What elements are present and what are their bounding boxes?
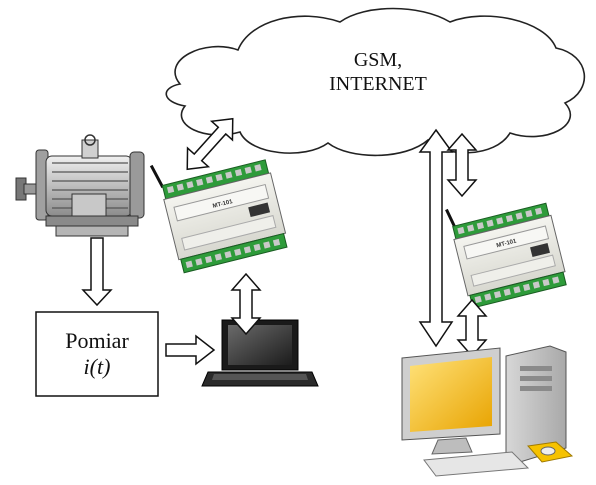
- measurement-signal-label: i(t): [84, 354, 111, 379]
- right-device-label: MT-101: [496, 238, 518, 249]
- left-device-antenna: [149, 164, 165, 189]
- gsm-internet-cloud: GSM, INTERNET: [165, 7, 586, 157]
- left-device-bottom-terminals: [180, 232, 288, 274]
- left-device-label: MT-101: [212, 199, 234, 210]
- motor-lifting-eye: [81, 139, 99, 159]
- arrow-motor-to-measurement: [81, 237, 113, 307]
- cloud-label-internet: INTERNET: [329, 73, 427, 95]
- arrow-right-device-to-computer: [456, 298, 488, 358]
- arrow-cloud-to-right-device: [446, 132, 478, 198]
- laptop-screen: [228, 325, 292, 365]
- arrow-measurement-to-laptop: [165, 334, 216, 366]
- computer-keyboard: [423, 451, 530, 477]
- desktop-computer-icon: [401, 345, 574, 477]
- right-device-antenna: [445, 208, 457, 229]
- left-mt101-device: MT-101: [149, 159, 288, 274]
- computer-mouse: [540, 446, 556, 456]
- measurement-box: Pomiar i(t): [35, 311, 159, 397]
- laptop-icon: [201, 319, 319, 387]
- motor-base: [45, 215, 139, 227]
- motor-terminal-box: [71, 193, 107, 217]
- measurement-label: Pomiar: [65, 328, 129, 353]
- electric-motor-icon: [15, 134, 145, 237]
- computer-monitor-screen: [410, 357, 492, 432]
- right-mt101-device: MT-101: [445, 202, 567, 309]
- computer-monitor-stand: [431, 437, 473, 455]
- cloud-label-gsm: GSM,: [354, 49, 402, 71]
- arrow-left-device-to-laptop: [230, 272, 262, 336]
- arrow-cloud-to-computer: [418, 128, 454, 348]
- motor-rear-cover: [129, 151, 145, 219]
- arrow-left-device-to-cloud: [186, 117, 234, 171]
- cloud-shape: [165, 7, 586, 157]
